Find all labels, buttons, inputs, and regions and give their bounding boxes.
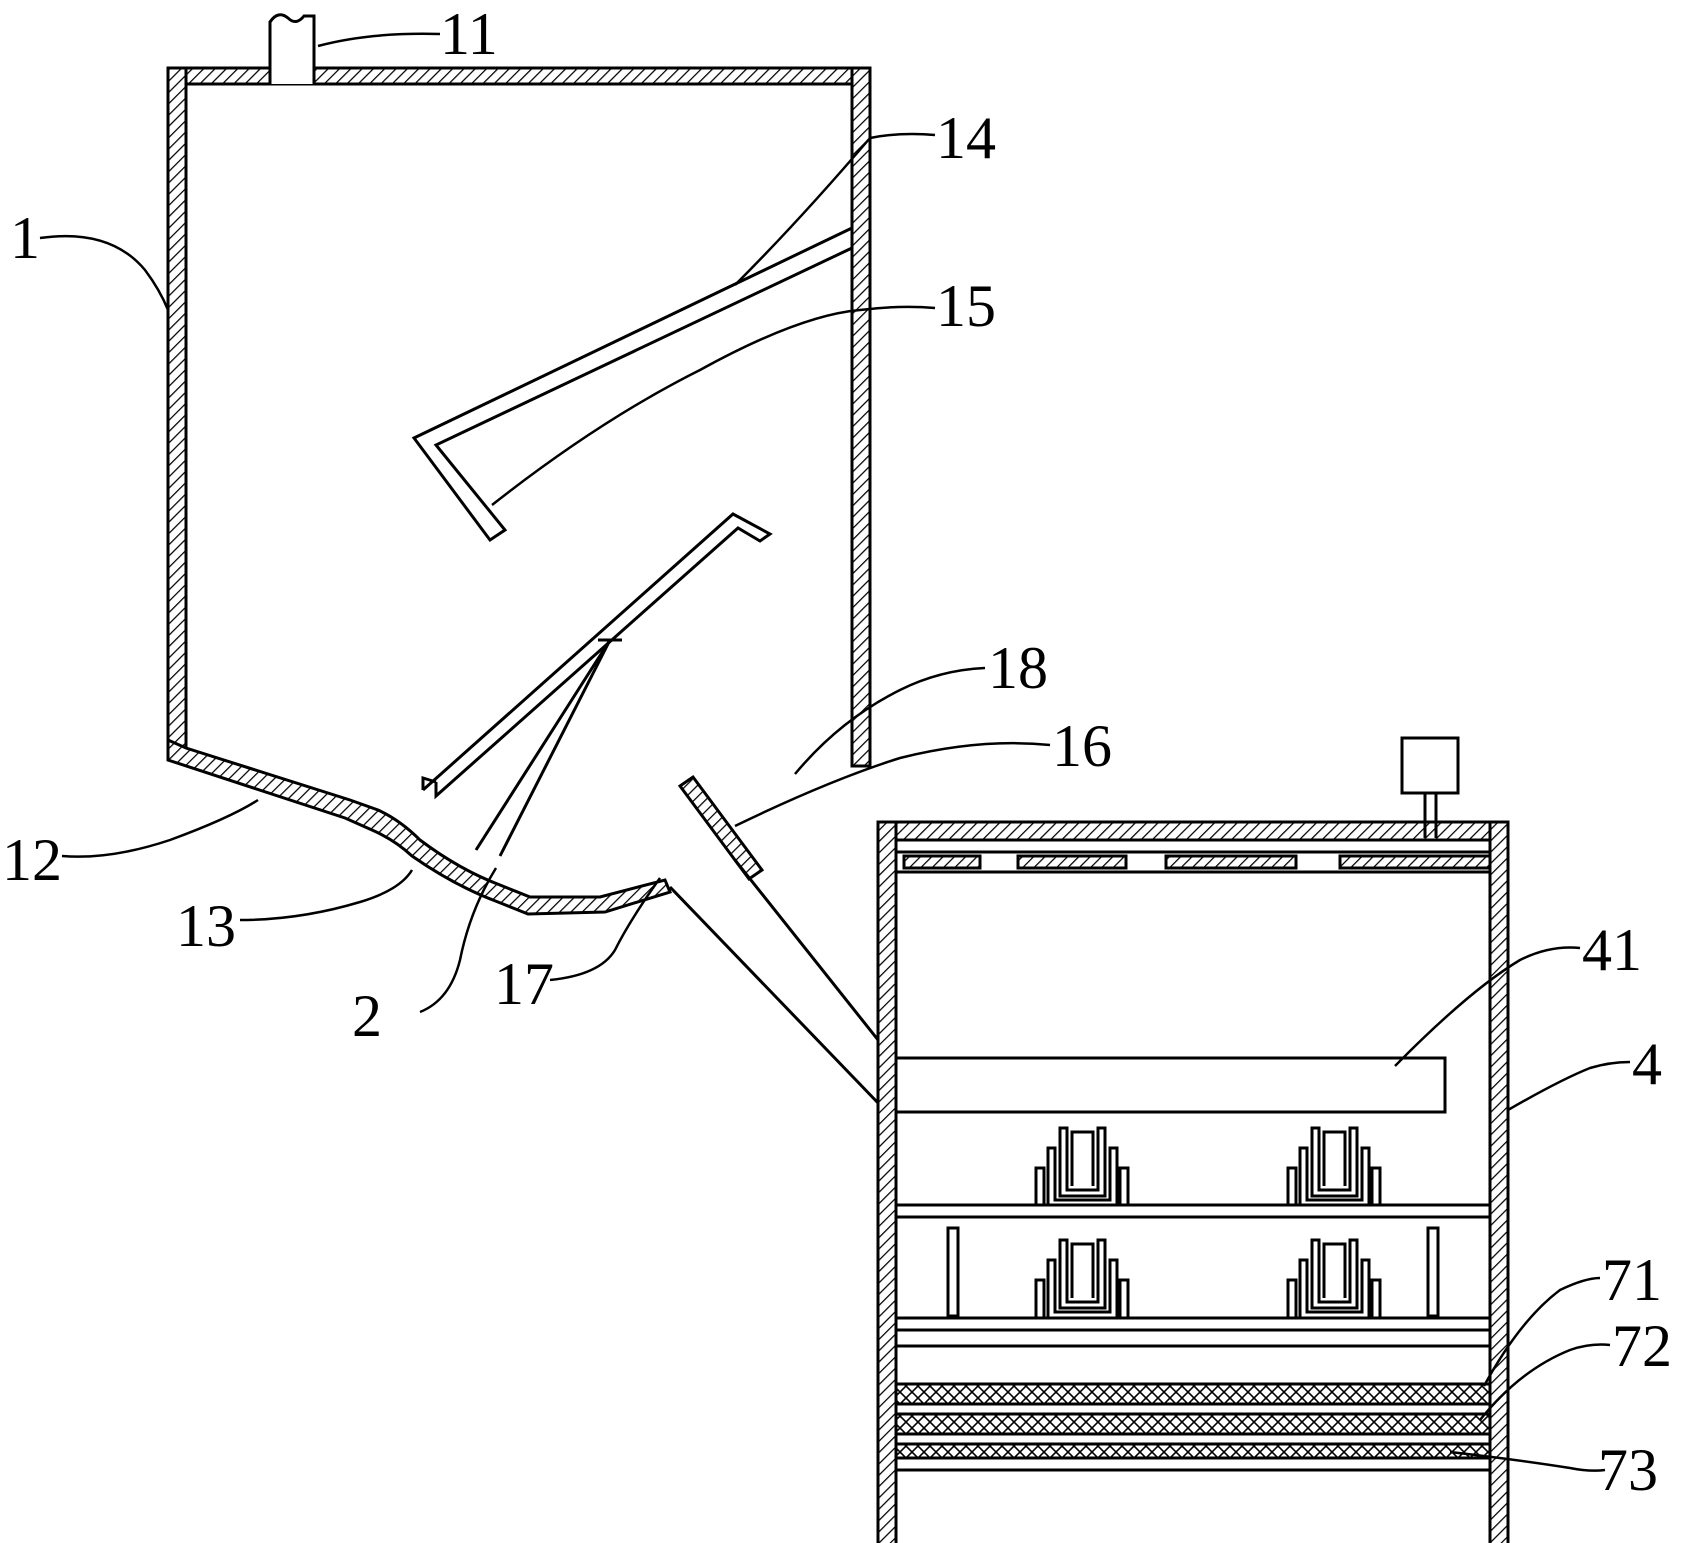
upper-deflector bbox=[411, 226, 853, 543]
label-12: 12 bbox=[2, 827, 62, 893]
label-17: 17 bbox=[494, 951, 554, 1017]
label-15: 15 bbox=[936, 273, 996, 339]
filter-layer-71 bbox=[894, 1382, 1492, 1406]
label-11: 11 bbox=[440, 1, 498, 67]
flap-plate bbox=[677, 774, 765, 882]
motor-box bbox=[1400, 736, 1460, 795]
hopper-sloped-bottom bbox=[166, 737, 673, 916]
fixture-upper-right bbox=[1286, 1126, 1382, 1205]
outlet-chute bbox=[668, 774, 892, 1107]
label-41: 41 bbox=[1582, 917, 1642, 983]
label-18: 18 bbox=[988, 635, 1048, 701]
leader-lines bbox=[39, 32, 1631, 1472]
label-4: 4 bbox=[1632, 1031, 1662, 1097]
hopper-left-wall bbox=[166, 66, 188, 755]
fixture-lower-right bbox=[1286, 1238, 1382, 1318]
labels: 11 1 14 15 18 16 12 13 2 17 41 4 71 72 7… bbox=[2, 1, 1672, 1503]
label-1: 1 bbox=[10, 205, 40, 271]
label-2: 2 bbox=[352, 983, 382, 1049]
box-right-wall bbox=[1488, 820, 1510, 1543]
label-71: 71 bbox=[1602, 1247, 1662, 1313]
inlet-pipe bbox=[268, 13, 316, 84]
hopper-right-wall bbox=[850, 66, 872, 768]
fixture-lower-left bbox=[1034, 1238, 1130, 1318]
label-14: 14 bbox=[936, 105, 996, 171]
box-left-wall bbox=[876, 820, 898, 1543]
processing-box bbox=[876, 736, 1510, 1543]
filter-layer-73 bbox=[894, 1442, 1492, 1460]
label-13: 13 bbox=[176, 893, 236, 959]
fixture-upper-left bbox=[1034, 1126, 1130, 1205]
label-16: 16 bbox=[1052, 713, 1112, 779]
lower-deflector bbox=[421, 512, 773, 857]
box-top-wall bbox=[876, 820, 1510, 842]
label-72: 72 bbox=[1612, 1313, 1672, 1379]
filter-layer-72 bbox=[894, 1412, 1492, 1436]
hopper-tank bbox=[166, 13, 872, 916]
label-73: 73 bbox=[1598, 1437, 1658, 1503]
